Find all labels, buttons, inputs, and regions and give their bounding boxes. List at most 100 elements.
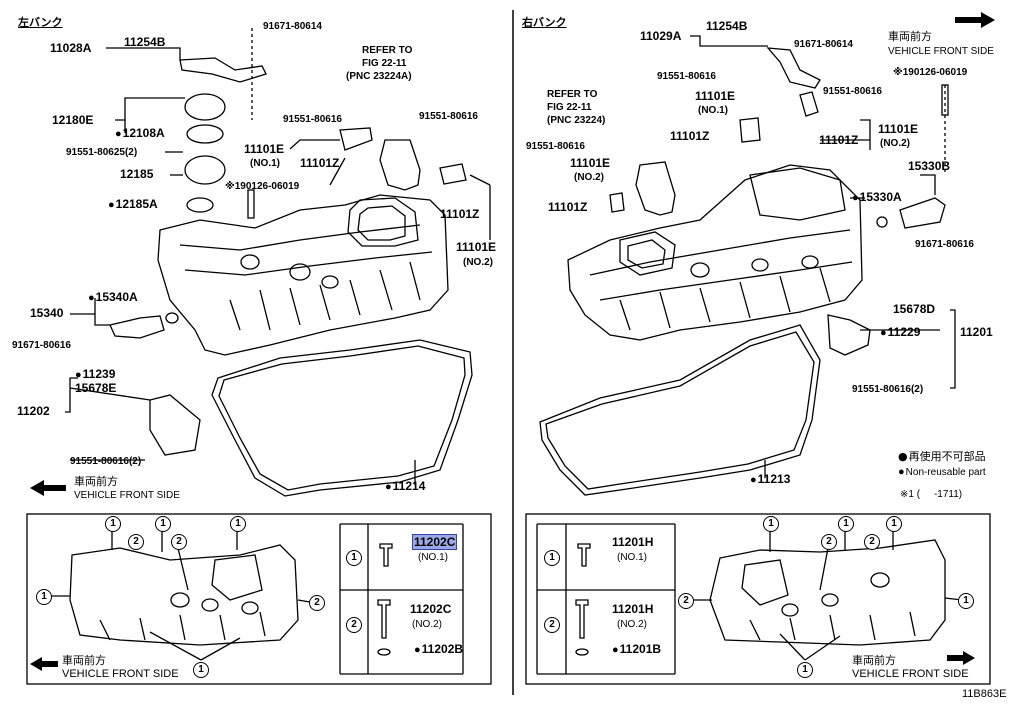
callout-1: 1 [886, 516, 902, 532]
callout-1: 1 [105, 516, 121, 532]
part-label: 11254B [124, 35, 166, 49]
highlighted-part[interactable]: 11202C [412, 534, 458, 550]
legend-en: Non-reusable part [898, 466, 986, 479]
callout-2: 2 [678, 593, 694, 609]
part-label: 11254B [706, 19, 748, 33]
front-side-jp: 車両前方 [74, 475, 118, 488]
part-label: 15678D [893, 302, 936, 316]
part-label: 11101Z [819, 133, 859, 147]
part-label: 15340A [88, 291, 138, 305]
bolt-part-label: 11201H [612, 535, 654, 549]
part-label: 11029A [640, 29, 682, 43]
part-label: 91551-80616(2) [70, 456, 142, 467]
front-side-en: VEHICLE FRONT SIDE [888, 46, 994, 57]
part-label: 12185A [108, 198, 158, 212]
part-label: 11101E [456, 240, 497, 254]
left-bank-title: 左バンク [18, 16, 63, 29]
part-sub: (NO.2) [880, 138, 910, 149]
figure-code: 11B863E [962, 688, 1007, 700]
part-sub: (NO.2) [463, 257, 493, 268]
part-label: 15678E [75, 381, 117, 395]
bolt-sub: (NO.2) [617, 619, 647, 630]
part-sub: (NO.1) [250, 158, 280, 169]
bolt-sub: (NO.2) [412, 619, 442, 630]
part-label: 91551-80616 [657, 71, 716, 82]
part-sub: (NO.1) [698, 105, 728, 116]
detail-front-jp: 車両前方 [62, 654, 106, 667]
legend-note: ※1 ( -1711) [900, 489, 963, 500]
part-label: 91551-80616 [419, 111, 478, 122]
callout-2: 2 [309, 595, 325, 611]
bolt-sub: (NO.1) [617, 552, 647, 563]
part-label: ※190126-06019 [893, 67, 968, 78]
part-label: 91671-80614 [263, 21, 322, 32]
part-label: 11101Z [440, 207, 480, 221]
callout-1: 1 [193, 662, 209, 678]
callout-2: 2 [821, 534, 837, 550]
part-label: 11239 [75, 368, 116, 382]
part-sub: (NO.2) [574, 172, 604, 183]
detail-front-en: VEHICLE FRONT SIDE [62, 668, 179, 680]
part-label: 15340 [30, 306, 64, 320]
part-label: 11101E [695, 89, 736, 103]
callout-2: 2 [346, 617, 362, 633]
washer-part-label: 11201B [612, 643, 661, 657]
part-label: 11229 [880, 326, 921, 340]
part-label: 91551-80616 [526, 141, 585, 152]
refer-label: REFER TO [547, 89, 598, 100]
part-label: 11101Z [548, 200, 588, 214]
refer-pnc: (PNC 23224A) [346, 71, 412, 82]
part-label: 15330B [908, 159, 951, 173]
callout-2: 2 [544, 617, 560, 633]
bolt-part-label: 11201H [612, 602, 654, 616]
callout-1: 1 [230, 516, 246, 532]
front-side-en: VEHICLE FRONT SIDE [74, 490, 180, 501]
part-label: 11028A [50, 41, 92, 55]
part-label: 11201 [960, 325, 993, 339]
callout-2: 2 [171, 534, 187, 550]
callout-1: 1 [544, 550, 560, 566]
right-bank-title: 右バンク [522, 16, 567, 29]
detail-front-en: VEHICLE FRONT SIDE [852, 668, 969, 680]
callout-1: 1 [958, 593, 974, 609]
part-label: 91551-80625(2) [66, 147, 138, 158]
part-label: 91671-80616 [12, 340, 71, 351]
part-label: 11101Z [300, 156, 340, 170]
callout-2: 2 [128, 534, 144, 550]
callout-1: 1 [797, 662, 813, 678]
part-label: 11202 [17, 404, 50, 418]
bolt-part-label: 11202C [412, 534, 458, 550]
part-label: 91551-80616 [823, 86, 882, 97]
bolt-part-label: 11202C [410, 602, 452, 616]
part-label: ※190126-06019 [225, 181, 300, 192]
refer-pnc: (PNC 23224) [547, 115, 606, 126]
callout-2: 2 [864, 534, 880, 550]
front-side-jp: 車両前方 [888, 30, 932, 43]
refer-fig: FIG 22-11 [547, 102, 592, 113]
refer-fig: FIG 22-11 [362, 58, 407, 69]
part-label: 12108A [115, 127, 165, 141]
part-label: 91671-80614 [794, 39, 853, 50]
callout-1: 1 [838, 516, 854, 532]
part-label: 11214 [385, 480, 426, 494]
part-label: 91551-80616 [283, 114, 342, 125]
part-label: 11101E [570, 156, 611, 170]
callout-1: 1 [763, 516, 779, 532]
bolt-sub: (NO.1) [418, 552, 448, 563]
part-label: 12180E [52, 113, 94, 127]
legend-jp: 再使用不可部品 [898, 450, 986, 463]
washer-part-label: 11202B [414, 643, 463, 657]
refer-label: REFER TO [362, 45, 413, 56]
part-label: 91551-80616(2) [852, 384, 924, 395]
part-label: 11101Z [670, 129, 710, 143]
detail-front-jp: 車両前方 [852, 654, 896, 667]
part-label: 11101E [244, 142, 285, 156]
part-label: 11101E [878, 122, 919, 136]
callout-1: 1 [36, 589, 52, 605]
part-label: 11213 [750, 473, 791, 487]
part-label: 91671-80616 [915, 239, 974, 250]
callout-1: 1 [346, 550, 362, 566]
part-label: 12185 [120, 167, 154, 181]
